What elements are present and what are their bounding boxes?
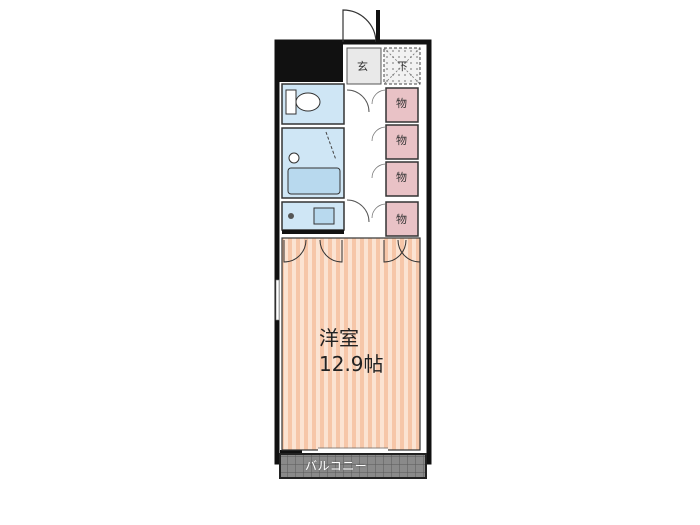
kitchen-sink: [313, 207, 335, 225]
sink: [288, 152, 300, 164]
storage-label-4: 物: [396, 213, 407, 226]
toilet-tank: [285, 89, 297, 115]
room-door-right: [319, 239, 343, 263]
western-room: [281, 237, 421, 451]
storage-1: [385, 87, 419, 123]
entrance-door: [342, 9, 377, 43]
balcony-area: [279, 453, 427, 479]
storage-label-1: 物: [396, 97, 407, 110]
storage-2: [385, 124, 419, 160]
western-room-name: 洋室: [319, 326, 359, 350]
bathtub: [287, 167, 341, 195]
entrance-area: [346, 47, 382, 85]
storage-label-2: 物: [396, 134, 407, 147]
storage-3: [385, 161, 419, 197]
toilet-bowl: [295, 92, 321, 112]
storage-4: [385, 201, 419, 237]
western-room-size: 12.9帖: [319, 352, 384, 376]
balcony-label: バルコニー: [305, 459, 368, 473]
storage-label-3: 物: [396, 171, 407, 184]
room-door-left: [283, 239, 307, 263]
wall-block-top-left: [277, 42, 343, 82]
shoe-box-label: 下: [397, 60, 408, 73]
entrance-label: 玄: [357, 60, 368, 73]
